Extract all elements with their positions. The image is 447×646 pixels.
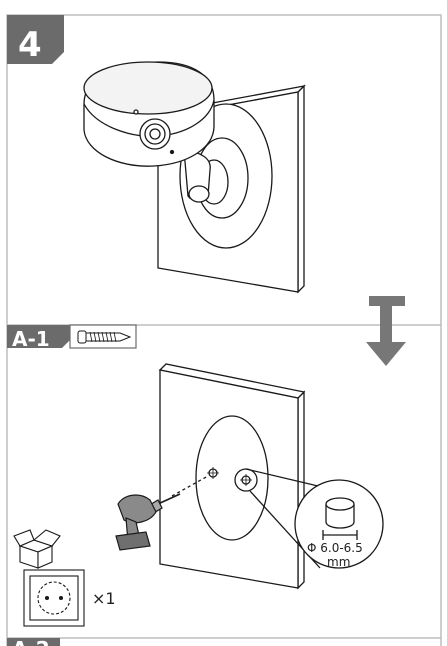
anchor-pack-inner (29, 575, 79, 621)
screw-icon (77, 330, 132, 344)
arrow-down-icon (366, 296, 406, 366)
camera-icon (83, 61, 215, 167)
drilling-illustration (158, 363, 306, 590)
step-a2-label: A-2 (12, 637, 50, 646)
wall-panel-side (297, 390, 305, 590)
step-a2-badge: A-2 (7, 637, 60, 646)
dimension-line (322, 530, 358, 540)
step-4-badge: 4 (7, 15, 64, 65)
step-a1-label: A-1 (12, 327, 50, 351)
mounted-camera-illustration (83, 61, 306, 294)
hole-diameter-label: Φ 6.0-6.5 (307, 541, 363, 555)
drill-path-line (171, 475, 209, 497)
wall-anchor-icon (325, 497, 355, 529)
anchor-pack-circle (37, 581, 71, 615)
mount-arm-joint (188, 185, 210, 203)
camera-microphone (169, 149, 175, 155)
drill-bit (157, 493, 181, 505)
drill-icon (115, 493, 181, 551)
wall-plate-side (297, 84, 305, 294)
camera-lens-inner (149, 128, 161, 140)
hole-unit-label: mm (327, 555, 350, 569)
camera-top (83, 61, 213, 115)
hole-detail-callout (245, 468, 384, 569)
anchor-quantity: ×1 (92, 589, 116, 608)
anchor-pack (23, 569, 85, 627)
step-4-label: 4 (18, 25, 42, 65)
template-outline (195, 415, 269, 541)
wall-panel (159, 369, 299, 589)
box-icon (13, 529, 61, 569)
drill-battery (115, 531, 151, 551)
camera-indicator-led (133, 109, 139, 115)
